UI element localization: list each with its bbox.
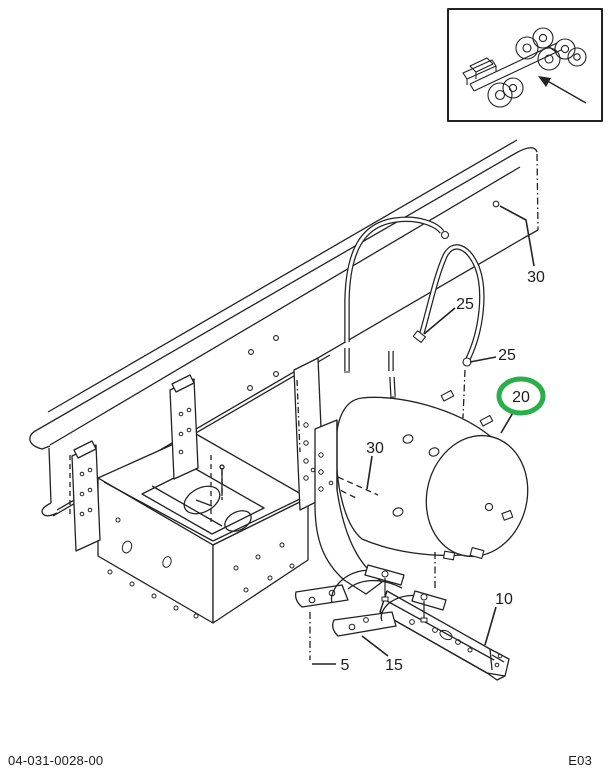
air-tank: [328, 389, 529, 561]
front-hanger-bracket: [294, 419, 383, 660]
callout-20[interactable]: 20: [512, 389, 530, 406]
tank-ports: [392, 434, 494, 517]
locator-inset: [447, 8, 603, 122]
location-arrow-icon: [538, 76, 587, 104]
callout-25-right[interactable]: 25: [498, 347, 516, 364]
doc-number: 04-031-0028-00: [8, 753, 104, 768]
side-plate-middle: [169, 374, 199, 480]
callout-25-left[interactable]: 25: [456, 296, 474, 313]
hose-a: [344, 216, 450, 373]
tank-fittings: [440, 389, 514, 561]
battery-box-bracket: [71, 374, 309, 624]
side-plate-left: [71, 440, 101, 552]
air-hoses: [344, 216, 485, 419]
mounting-straps: [330, 552, 447, 637]
box-face-holes: [107, 517, 295, 619]
leader-lines: [312, 205, 535, 665]
callout-10[interactable]: 10: [495, 591, 513, 608]
callouts: 30 25 25 20 30 10 5 15: [341, 269, 545, 674]
artwork-root: 30 25 25 20 30 10 5 15: [29, 8, 603, 681]
page-code: E03: [568, 753, 592, 768]
hose-c-stub: [388, 351, 396, 398]
bolt-holes: [247, 200, 500, 391]
callout-30-top[interactable]: 30: [527, 269, 545, 286]
callout-5[interactable]: 5: [341, 657, 350, 674]
highlight-ellipse: [496, 376, 546, 416]
support-bracket: [379, 590, 510, 681]
callout-30-mid[interactable]: 30: [366, 440, 384, 457]
hose-b: [412, 244, 485, 419]
truck-chassis-icon: [462, 27, 587, 108]
callout-15[interactable]: 15: [385, 657, 403, 674]
